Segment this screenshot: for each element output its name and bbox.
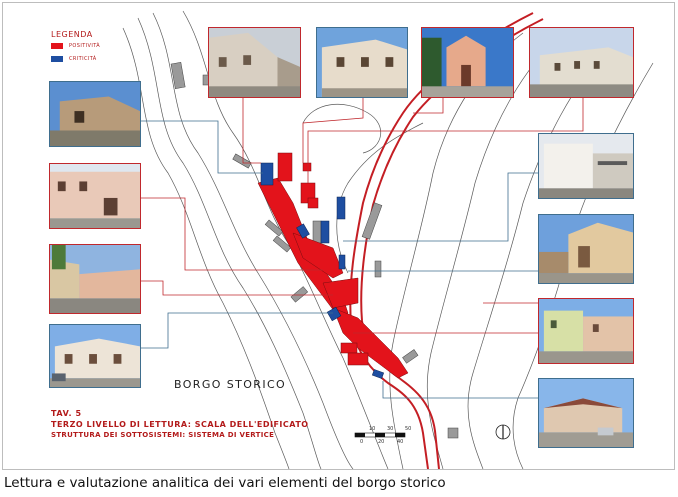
- tav-number: TAV. 5: [51, 409, 82, 418]
- scale-bar: [354, 432, 406, 438]
- scale-label-bottom-1: 20: [378, 439, 385, 445]
- structure-subtitle: STRUTTURA DEI SOTTOSISTEMI: SISTEMA DI V…: [51, 431, 275, 439]
- scale-label-top-0: 10: [369, 426, 376, 432]
- critical-buildings: [260, 162, 385, 379]
- scale-label-bottom-0: 0: [360, 439, 364, 445]
- photo-ruined-house: [49, 81, 141, 147]
- photo-house-with-car: [49, 324, 141, 388]
- photo-street-houses: [208, 27, 301, 98]
- photo-farmhouse: [538, 214, 634, 284]
- map-panel: LEGENDA POSITIVITÀ CRITICITÀ: [2, 2, 675, 470]
- connector-lines-red: [141, 98, 584, 334]
- legend-item-positive: POSITIVITÀ: [51, 43, 100, 49]
- level-title: TERZO LIVELLO DI LETTURA: SCALA DELL'EDI…: [51, 420, 309, 429]
- legend-item-critical: CRITICITÀ: [51, 56, 97, 62]
- photo-pink-house: [49, 163, 141, 229]
- north-arrow-icon: [495, 424, 511, 440]
- scale-label-top-1: 30: [387, 426, 394, 432]
- photo-white-house: [538, 133, 634, 199]
- photo-yellow-houses: [538, 298, 634, 364]
- photo-church: [421, 27, 514, 98]
- positive-swatch: [51, 43, 63, 49]
- critical-swatch: [51, 56, 63, 62]
- photo-low-house: [538, 378, 634, 448]
- scale-label-top-2: 50: [405, 426, 412, 432]
- legend-title: LEGENDA: [51, 30, 93, 39]
- scale-label-bottom-2: 40: [397, 439, 404, 445]
- photo-villa: [529, 27, 634, 98]
- legend-label-critical: CRITICITÀ: [69, 56, 97, 62]
- figure-caption: Lettura e valutazione analitica dei vari…: [4, 475, 446, 491]
- legend-label-positive: POSITIVITÀ: [69, 43, 101, 49]
- area-label: BORGO STORICO: [174, 378, 287, 391]
- photo-street-corner: [49, 244, 141, 314]
- grey-buildings: [170, 34, 512, 439]
- connector-lines-blue: [141, 120, 538, 399]
- photo-house-blue-sky: [316, 27, 408, 98]
- positive-buildings: [257, 152, 409, 379]
